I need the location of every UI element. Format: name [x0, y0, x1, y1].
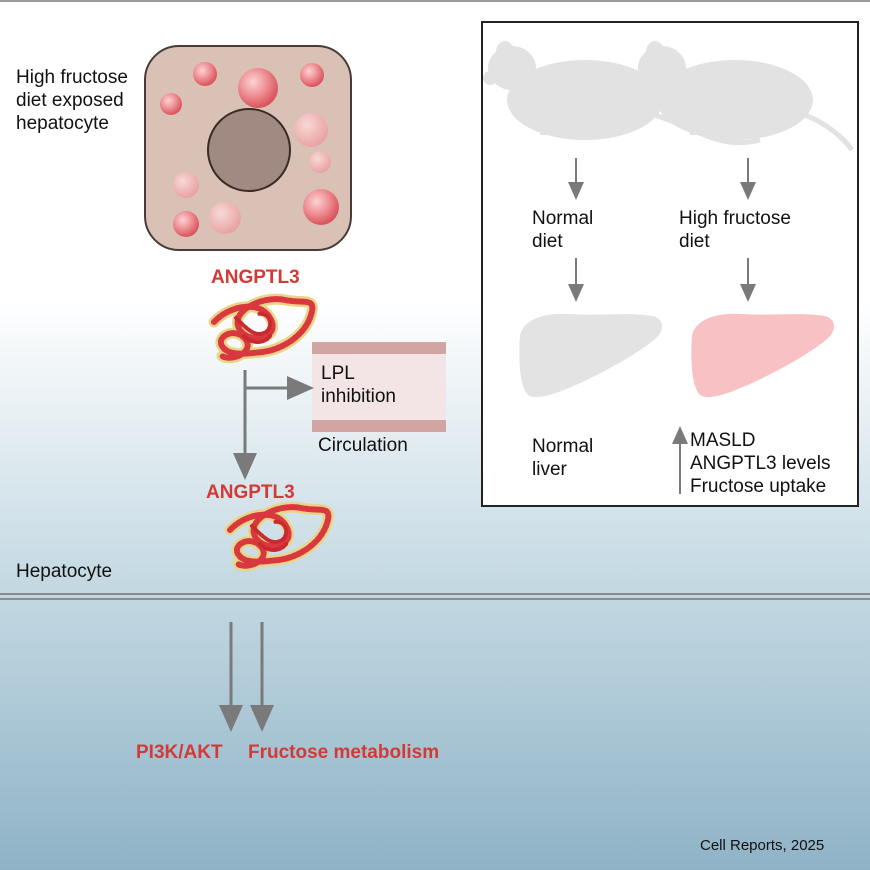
angptl3-label-bottom: ANGPTL3	[206, 482, 295, 503]
inset-normal-liver-label: Normal liver	[532, 436, 594, 480]
mouse-high-fructose-icon	[634, 41, 855, 152]
fatty-liver-icon	[691, 313, 835, 398]
pathway-pi3k-akt-label: PI3K/AKT	[136, 742, 223, 763]
pathway-fructose-metabolism-label: Fructose metabolism	[248, 742, 440, 763]
hepatocyte-label: Hepatocyte	[16, 561, 113, 582]
citation-label: Cell Reports, 2025	[700, 837, 825, 854]
nucleus	[207, 108, 291, 192]
angptl3-label-top: ANGPTL3	[211, 267, 300, 288]
normal-liver-icon	[519, 313, 663, 398]
inset-high-fructose-diet-label: High fructose diet	[679, 208, 791, 252]
inset-arrows	[568, 158, 756, 494]
circulation-label: Circulation	[318, 435, 408, 456]
lpl-inhibition-label: LPL inhibition	[321, 363, 396, 407]
inset-normal-diet-label: Normal diet	[532, 208, 594, 252]
pathway-arrows	[219, 370, 314, 732]
lipid-droplets	[160, 62, 339, 237]
cell-label: High fructose diet exposed hepatocyte	[16, 67, 128, 134]
cell-membrane	[0, 593, 870, 600]
angptl3-protein-bottom	[224, 501, 334, 572]
hepatocyte-cell	[144, 45, 352, 251]
angptl3-protein-top	[208, 293, 318, 364]
circulation-vessel	[312, 342, 446, 432]
inset-outcomes-label: MASLD ANGPTL3 levels Fructose uptake	[690, 430, 831, 497]
inset-panel	[481, 21, 859, 507]
